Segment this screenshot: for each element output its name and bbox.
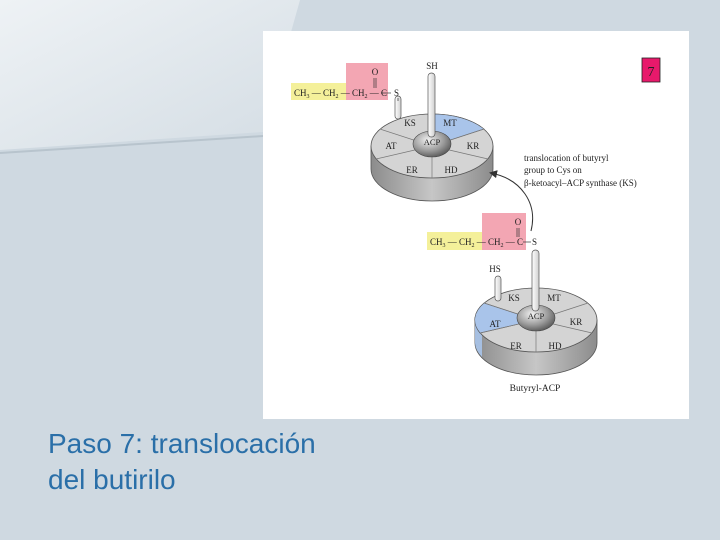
top-domain-kr: KR xyxy=(467,141,480,151)
bottom-domain-hd: HD xyxy=(549,341,562,351)
top-carbonyl-box xyxy=(346,63,388,100)
step-number: 7 xyxy=(648,65,655,80)
top-domain-mt: MT xyxy=(443,118,457,128)
top-thiol-label: SH xyxy=(426,61,438,71)
bottom-domain-acp: ACP xyxy=(528,311,545,321)
slide-title: Paso 7: translocación del butirilo xyxy=(48,426,378,498)
translocation-arrow xyxy=(489,170,533,232)
top-domain-hd: HD xyxy=(445,165,458,175)
top-acp-arm xyxy=(427,72,436,138)
bottom-ks-arm xyxy=(494,275,502,302)
top-complex: SH KS MT KR HD ER AT ACP CH3 — CH2 — CH2… xyxy=(291,61,494,202)
slide-title-line-1: Paso 7: translocación xyxy=(48,428,316,459)
figure-caption: Butyryl-ACP xyxy=(510,384,561,394)
pathway-figure: 7 SH KS xyxy=(263,31,689,419)
top-domain-acp: ACP xyxy=(424,137,441,147)
bottom-domain-ks: KS xyxy=(508,293,520,303)
bottom-chain-formula: CH3 — CH2 — CH2 — C xyxy=(430,237,523,249)
top-ks-arm xyxy=(394,95,402,120)
top-oxygen: O xyxy=(372,67,379,77)
bottom-acp-arm xyxy=(531,249,540,312)
step-badge xyxy=(641,57,661,83)
fatty-acid-synthase-diagram: 7 SH KS xyxy=(291,57,661,394)
top-domain-at: AT xyxy=(386,141,398,151)
bottom-domain-er: ER xyxy=(510,341,522,351)
top-domain-er: ER xyxy=(406,165,418,175)
annotation-line-2: group to Cys on xyxy=(524,165,582,175)
bottom-domain-at: AT xyxy=(490,319,502,329)
annotation-line-1: translocation of butyryl xyxy=(524,153,609,163)
bottom-domain-mt: MT xyxy=(547,293,561,303)
bottom-at-side xyxy=(475,320,482,357)
top-domain-ks: KS xyxy=(404,118,416,128)
top-sulfur: S xyxy=(394,88,399,98)
bottom-sulfur: S xyxy=(532,237,537,247)
annotation-line-3: β-ketoacyl–ACP synthase (KS) xyxy=(524,178,637,188)
bottom-domain-kr: KR xyxy=(570,317,583,327)
bottom-complex: HS KS MT KR HD ER AT ACP CH3 — CH2 — CH2… xyxy=(427,213,598,376)
bottom-oxygen: O xyxy=(515,217,522,227)
bottom-thiol-label: HS xyxy=(489,264,501,274)
bottom-at-sector xyxy=(474,302,538,334)
slide-title-line-2: del butirilo xyxy=(48,464,176,495)
